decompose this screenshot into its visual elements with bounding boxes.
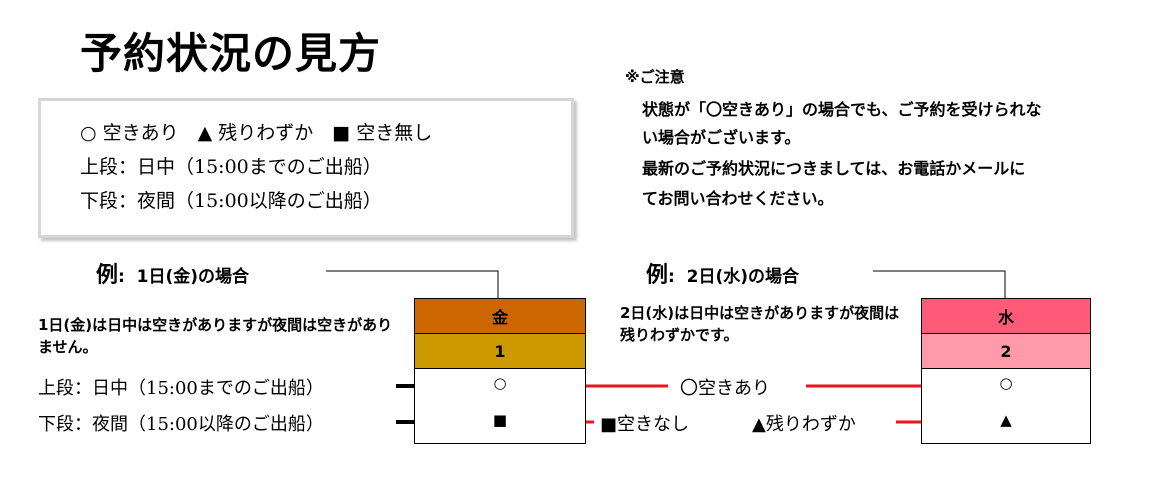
example1-lower-label: 下段：夜間（15:00以降のご出船） xyxy=(38,414,324,435)
example2-heading: 例: 2日(水)の場合 xyxy=(646,257,799,289)
example1-leader-line xyxy=(326,270,499,298)
legend-symbols: ○ 空きあり ▲ 残りわずか ■ 空き無し xyxy=(80,122,433,144)
notice-heading: ※ご注意 xyxy=(625,68,685,86)
example1-upper-symbol: ○ xyxy=(493,374,507,392)
label-available: 〇空きあり xyxy=(680,378,770,399)
example2-title: 2日(水)の場合 xyxy=(686,267,800,287)
notice-line-2: い場合がございます。 xyxy=(642,128,801,147)
example1-lower-symbol: ■ xyxy=(492,411,508,429)
legend-upper-row: 上段：日中（15:00までのご出船） xyxy=(80,156,382,178)
example1-upper-label: 上段：日中（15:00までのご出船） xyxy=(38,378,324,399)
example1-colon: : xyxy=(118,267,125,287)
example1-weekday: 金 xyxy=(491,308,508,327)
example1-calendar-cell: 金 1 ○ ■ xyxy=(414,298,586,444)
label-none: ■空きなし xyxy=(600,414,690,435)
page-title: 予約状況の見方 xyxy=(80,29,382,78)
example1-date: 1 xyxy=(494,341,506,361)
notice-line-1: 状態が「〇空きあり」の場合でも、ご予約を受けられな xyxy=(642,100,1042,119)
example2-date: 2 xyxy=(1000,341,1012,361)
legend-lower-row: 下段：夜間（15:00以降のご出船） xyxy=(80,190,382,212)
example2-description: 2日(水)は日中は空きがありますが夜間は残りわずかです。 xyxy=(620,304,900,344)
example2-upper-symbol: ○ xyxy=(999,374,1013,392)
example1-weekday-cell: 金 xyxy=(415,299,585,334)
example2-colon: : xyxy=(668,267,675,287)
example2-date-cell: 2 xyxy=(922,334,1090,369)
example1-title: 1日(金)の場合 xyxy=(136,267,250,287)
example1-date-cell: 1 xyxy=(415,334,585,369)
example1-heading: 例: 1日(金)の場合 xyxy=(96,257,249,289)
example2-weekday-cell: 水 xyxy=(922,299,1090,334)
label-few: ▲残りわずか xyxy=(752,414,856,435)
example1-rei: 例 xyxy=(96,263,119,288)
example2-calendar-cell: 水 2 ○ ▲ xyxy=(921,298,1091,444)
notice-line-3: 最新のご予約状況につきましては、お電話かメールに xyxy=(642,159,1026,178)
example2-weekday: 水 xyxy=(997,308,1014,327)
example2-rei: 例 xyxy=(646,263,669,288)
example2-leader-line xyxy=(873,270,1006,298)
notice-line-4: てお問い合わせください。 xyxy=(642,189,834,208)
legend-box xyxy=(38,98,574,238)
example2-lower-symbol: ▲ xyxy=(1000,411,1012,429)
example1-description: 1日(金)は日中は空きがありますが夜間は空きがありません。 xyxy=(38,316,393,356)
